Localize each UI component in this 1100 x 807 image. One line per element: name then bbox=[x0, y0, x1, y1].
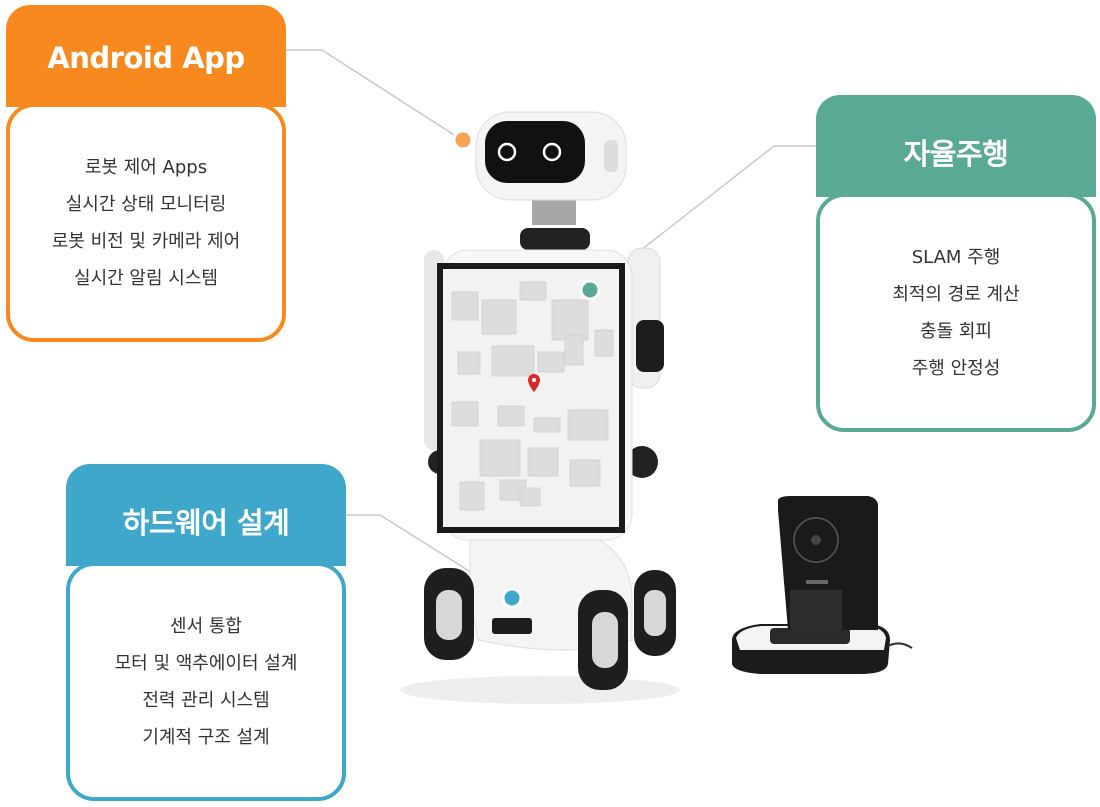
charging-dock-illustration bbox=[732, 496, 913, 674]
android-item: 로봇 제어 Apps bbox=[84, 156, 208, 178]
marker-autonomous bbox=[579, 279, 601, 301]
callout-hardware-title: 하드웨어 설계 bbox=[66, 464, 346, 566]
android-item: 로봇 비전 및 카메라 제어 bbox=[51, 230, 241, 252]
callout-autonomous: SLAM 주행 최적의 경로 계산 충돌 회피 주행 안정성 자율주행 bbox=[816, 95, 1096, 432]
location-pin-icon bbox=[528, 374, 540, 392]
marker-hardware bbox=[501, 587, 523, 609]
callout-android-body: 로봇 제어 Apps 실시간 상태 모니터링 로봇 비전 및 카메라 제어 실시… bbox=[6, 103, 286, 342]
marker-android bbox=[452, 129, 474, 151]
connector-lines bbox=[286, 49, 816, 599]
robot-illustration bbox=[400, 111, 680, 704]
hardware-item: 센서 통합 bbox=[170, 615, 242, 637]
callout-hardware: 센서 통합 모터 및 액추에이터 설계 전력 관리 시스템 기계적 구조 설계 … bbox=[66, 464, 346, 801]
connector-android bbox=[286, 49, 463, 141]
android-item: 실시간 알림 시스템 bbox=[74, 267, 218, 289]
callout-autonomous-title: 자율주행 bbox=[816, 95, 1096, 197]
callout-hardware-body: 센서 통합 모터 및 액추에이터 설계 전력 관리 시스템 기계적 구조 설계 bbox=[66, 562, 346, 801]
autonomous-item: SLAM 주행 bbox=[911, 246, 1001, 268]
autonomous-item: 최적의 경로 계산 bbox=[892, 283, 1020, 305]
robot-eye-left bbox=[497, 142, 517, 162]
hardware-item: 기계적 구조 설계 bbox=[142, 726, 270, 748]
android-item: 실시간 상태 모니터링 bbox=[65, 193, 227, 215]
hardware-item: 모터 및 액추에이터 설계 bbox=[114, 652, 298, 674]
robot-eye-right bbox=[542, 142, 562, 162]
autonomous-item: 충돌 회피 bbox=[920, 320, 992, 342]
callout-android-app: 로봇 제어 Apps 실시간 상태 모니터링 로봇 비전 및 카메라 제어 실시… bbox=[6, 5, 286, 342]
callout-autonomous-body: SLAM 주행 최적의 경로 계산 충돌 회피 주행 안정성 bbox=[816, 193, 1096, 432]
connector-autonomous bbox=[589, 145, 816, 291]
callout-android-title: Android App bbox=[6, 5, 286, 107]
autonomous-item: 주행 안정성 bbox=[911, 357, 1001, 379]
connector-hardware bbox=[346, 514, 513, 599]
hardware-item: 전력 관리 시스템 bbox=[142, 689, 270, 711]
